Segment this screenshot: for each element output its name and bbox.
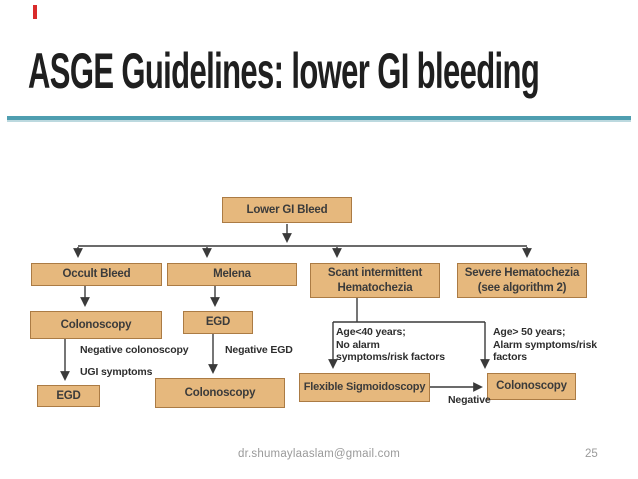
node-colonoscopy-scant: Colonoscopy (487, 373, 576, 400)
node-colonoscopy-melena: Colonoscopy (155, 378, 285, 408)
node-egd-melena: EGD (183, 311, 253, 334)
node-scant-intermittent-hematochezia: Scant intermittent Hematochezia (310, 263, 440, 298)
red-tick-mark (33, 5, 37, 19)
node-melena: Melena (167, 263, 297, 286)
label-negative-egd: Negative EGD (225, 344, 293, 356)
node-severe-hematochezia: Severe Hematochezia (see algorithm 2) (457, 263, 587, 298)
node-egd-occult: EGD (37, 385, 100, 407)
footer-email: dr.shumaylaaslam@gmail.com (238, 448, 400, 460)
title-divider-line (7, 116, 631, 120)
node-flexible-sigmoidoscopy: Flexible Sigmoidoscopy (299, 373, 430, 402)
node-colonoscopy-occult: Colonoscopy (30, 311, 162, 339)
footer-page-number: 25 (585, 448, 598, 460)
label-negative-colonoscopy: Negative colonoscopy (80, 344, 189, 356)
label-age-under-40: Age<40 years; No alarm symptoms/risk fac… (336, 326, 445, 364)
label-age-over-50: Age> 50 years; Alarm symptoms/risk facto… (493, 326, 597, 364)
label-ugi-symptoms: UGI symptoms (80, 366, 153, 378)
node-lower-gi-bleed: Lower GI Bleed (222, 197, 352, 223)
slide-title: ASGE Guidelines: lower GI bleeding (28, 43, 540, 99)
label-negative-flex-sig: Negative (448, 394, 491, 406)
node-occult-bleed: Occult Bleed (31, 263, 162, 286)
title-divider-shadow (7, 120, 631, 122)
